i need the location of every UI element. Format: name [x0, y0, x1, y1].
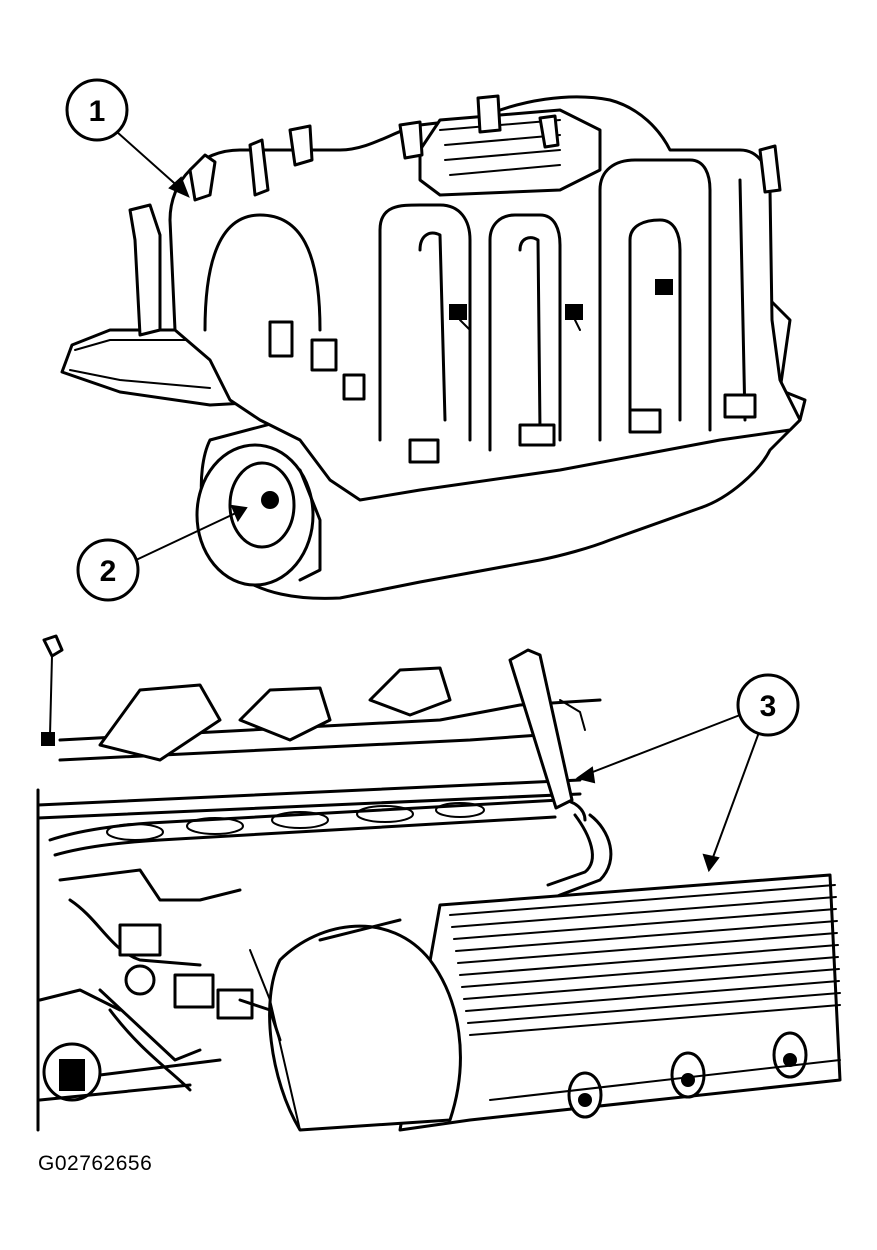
figure-id-label: G02762656 [38, 1152, 153, 1175]
intake-manifold-illustration [60, 94, 807, 600]
callout-3: 3 [575, 673, 800, 873]
callout-2: 2 [76, 504, 248, 602]
callout-1-number: 1 [89, 95, 106, 128]
callout-2-number: 2 [100, 555, 117, 588]
callout-1: 1 [65, 78, 190, 198]
engine-gasket-illustration [36, 634, 842, 1132]
throttle-body-icon [195, 443, 315, 587]
callout-3-number: 3 [760, 690, 777, 723]
